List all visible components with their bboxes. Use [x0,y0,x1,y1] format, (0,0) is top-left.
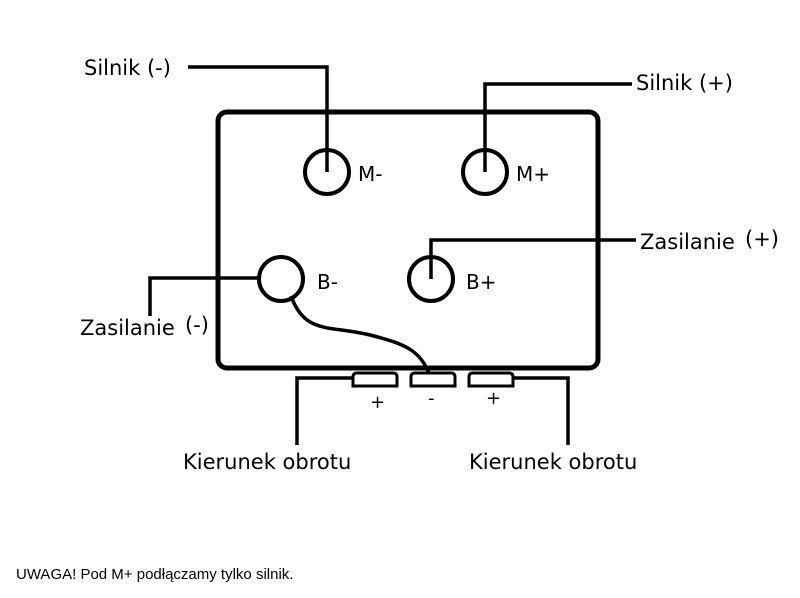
terminal-label-b-plus: B+ [466,270,496,294]
label-direction-left: Kierunek obrotu [183,450,351,474]
connector-left [351,371,399,388]
wire-power-plus [429,238,636,279]
connector-label-right: + [486,388,501,409]
wire-power-minus [148,276,259,316]
terminal-label-m-minus: M- [358,162,382,186]
wire-motor-minus [188,65,329,172]
label-direction-right: Kierunek obrotu [469,450,637,474]
wire-b-minus-to-connector [289,295,434,382]
label-motor-plus: Silnik (+) [636,71,733,95]
label-power-minus: Zasilanie [80,316,175,340]
connector-middle [409,371,457,388]
wire-direction-right [513,376,570,445]
connector-right [467,371,515,388]
connector-label-left: + [370,392,385,413]
terminal-b-minus [257,255,305,303]
label-power-plus-sign: (+) [745,227,779,251]
connector-label-middle: - [428,388,435,409]
wire-direction-left [295,376,353,445]
label-motor-minus: Silnik (-) [84,56,171,80]
wire-motor-plus [483,82,632,172]
terminal-label-m-plus: M+ [516,162,550,186]
warning-note: UWAGA! Pod M+ podłączamy tylko silnik. [16,566,294,583]
terminal-label-b-minus: B- [317,270,338,294]
label-power-minus-sign: (-) [185,313,209,337]
label-power-plus: Zasilanie [640,230,735,254]
